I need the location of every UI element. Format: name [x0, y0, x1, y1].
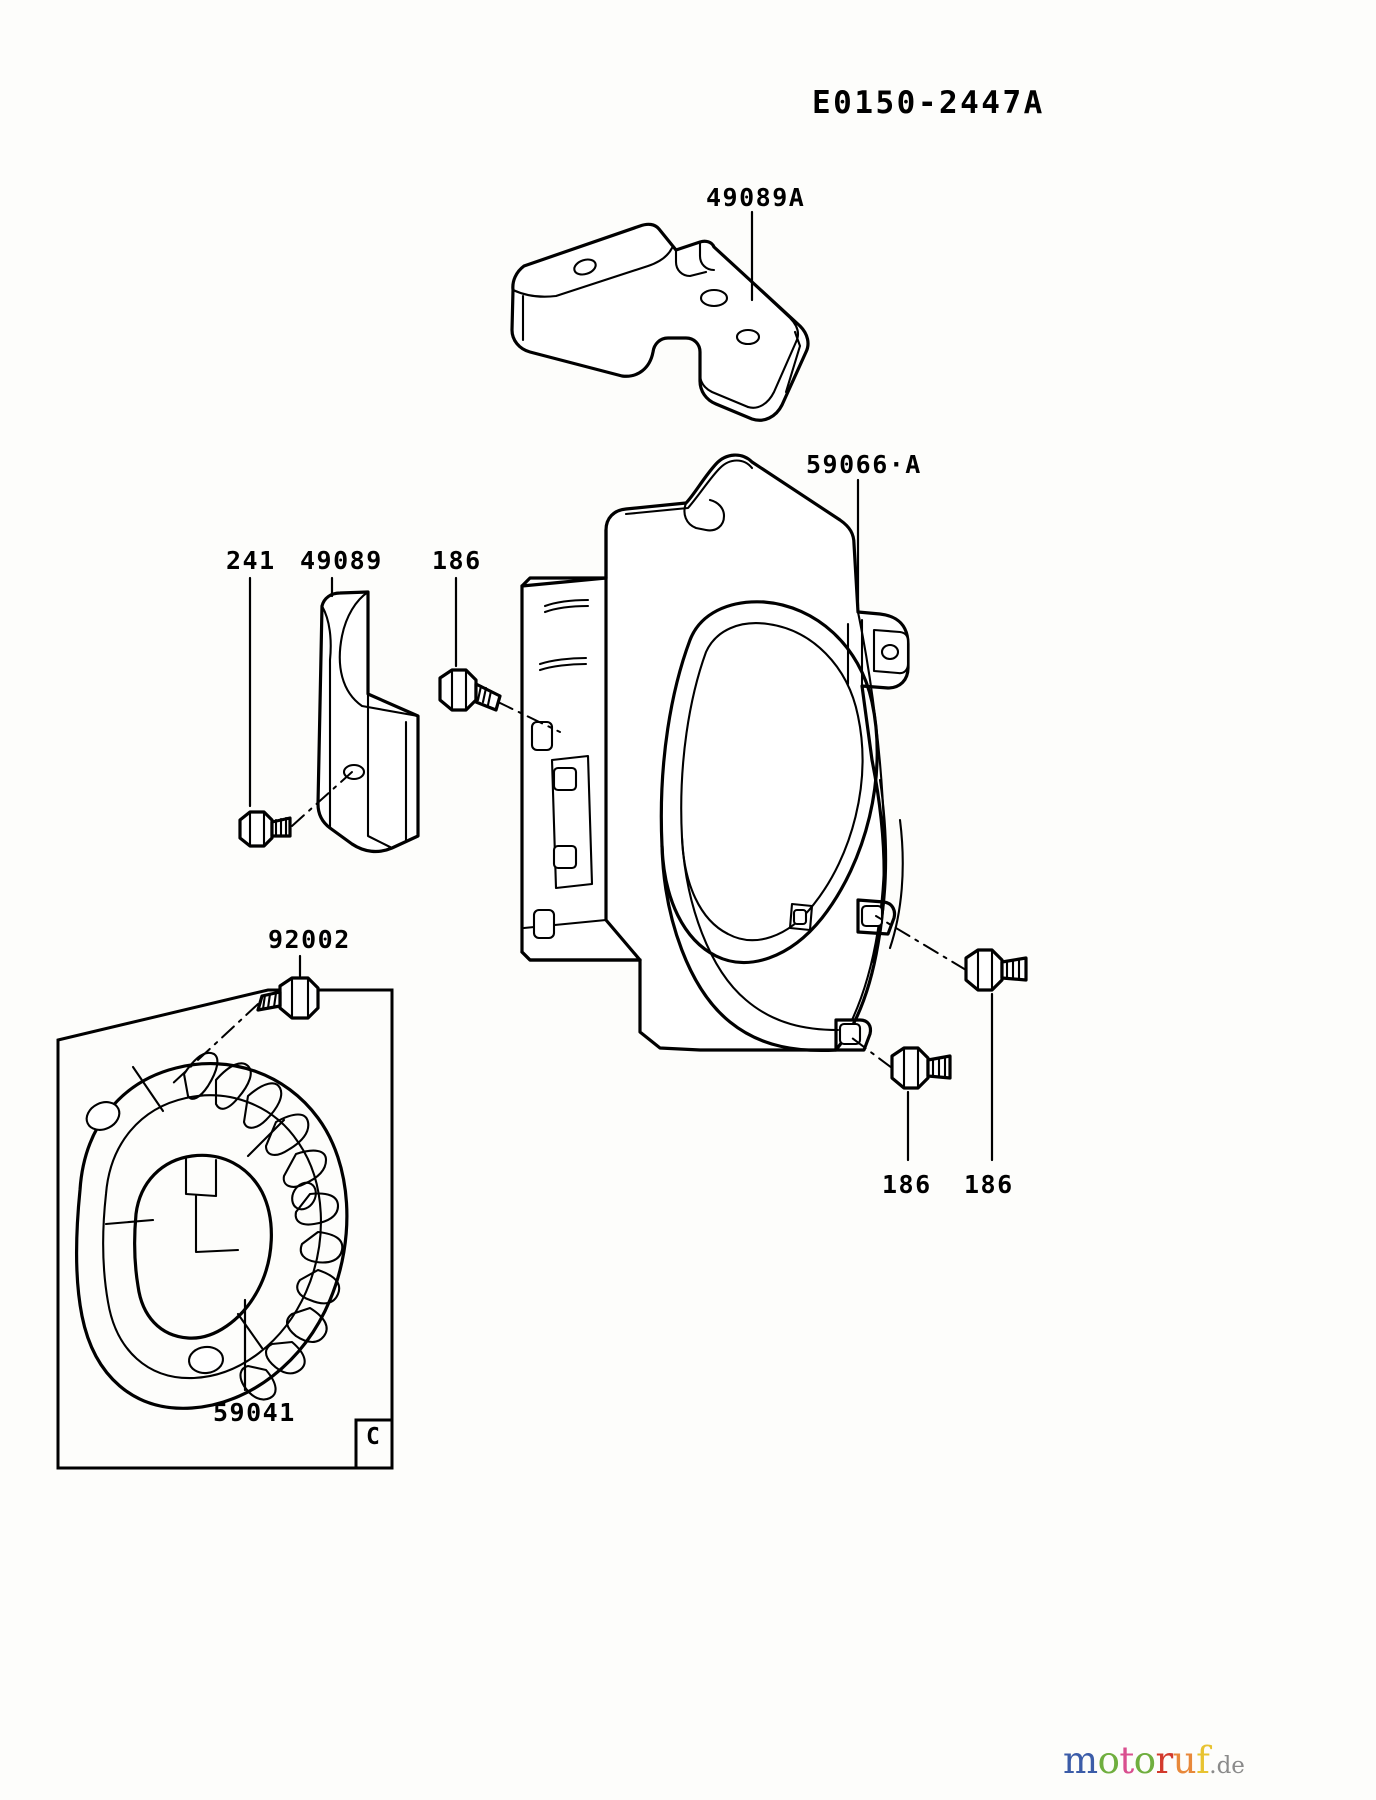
- part-59041-cooling-fan: [74, 1051, 349, 1410]
- callout-label-49089A: 49089A: [706, 183, 806, 212]
- leader-lines: [243, 210, 994, 1392]
- fastener-92002-bolt: [256, 976, 320, 1020]
- watermark-letter-u: u: [1172, 1739, 1197, 1782]
- part-59066A-fan-housing: [520, 453, 910, 1052]
- part-49089-baffle-plate: [316, 590, 420, 854]
- watermark-letter-o1: o: [1097, 1739, 1120, 1782]
- watermark-letter-r: r: [1155, 1739, 1174, 1782]
- watermark-letter-t: t: [1119, 1739, 1134, 1782]
- site-watermark: motoruf.de: [1063, 1742, 1245, 1779]
- part-49089A-baffle-cover: [510, 222, 810, 422]
- fastener-186-bolt-right-upper: [964, 948, 1028, 992]
- fastener-186-bolt-upper: [438, 668, 502, 712]
- callout-label-59066A: 59066·A: [806, 450, 922, 479]
- callout-label-92002: 92002: [268, 925, 351, 954]
- callout-label-186-lower-left: 186: [882, 1170, 932, 1199]
- callout-label-186-lower-right: 186: [964, 1170, 1014, 1199]
- inset-box-marker-c: C: [366, 1424, 380, 1450]
- watermark-suffix: .de: [1209, 1753, 1245, 1779]
- watermark-letter-o2: o: [1133, 1739, 1156, 1782]
- watermark-letter-f: f: [1196, 1739, 1210, 1782]
- callout-label-59041: 59041: [213, 1398, 296, 1427]
- fastener-186-bolt-right-lower: [890, 1046, 952, 1090]
- watermark-letter-m: m: [1063, 1739, 1098, 1782]
- callout-label-49089: 49089: [300, 546, 383, 575]
- inset-box-c: [56, 988, 394, 1470]
- callout-label-186-upper: 186: [432, 546, 482, 575]
- fastener-241-bolt: [238, 810, 292, 848]
- callout-label-241: 241: [226, 546, 276, 575]
- assembly-axis-lines: [169, 701, 967, 1087]
- diagram-title: E0150-2447A: [812, 85, 1045, 121]
